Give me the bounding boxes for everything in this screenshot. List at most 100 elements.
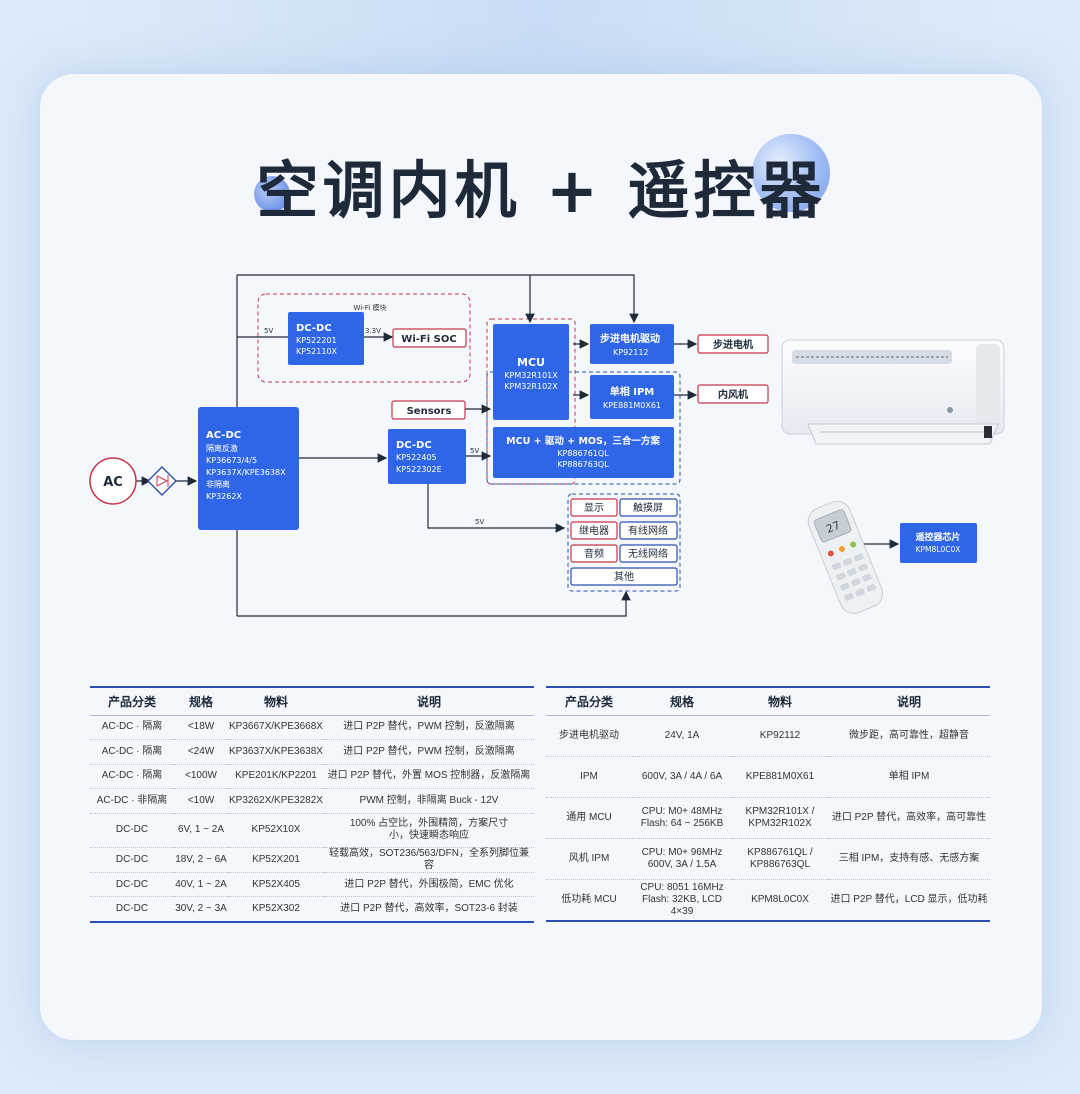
table-cell: 24V, 1A	[632, 715, 732, 757]
table-cell: 低功耗 MCU	[546, 879, 632, 922]
peripheral-item: 有线网络	[628, 524, 668, 537]
table-cell: KP3667X/KPE3668X	[228, 715, 324, 741]
stepper-motor-box	[697, 334, 769, 354]
table-cell: KP886761QL / KP886763QL	[732, 838, 828, 881]
table-header: 产品分类	[546, 686, 632, 716]
table-cell: 步进电机驱动	[546, 715, 632, 757]
combo-title: MCU + 驱动 + MOS，三合一方案	[506, 435, 660, 447]
mcu-line-1: KPM32R101X	[504, 371, 558, 380]
indoor-fan-label: 内风机	[718, 388, 748, 401]
peripheral-grid: 显示 触摸屏 继电器 有线网络 音频 无线网络 其他	[570, 498, 678, 586]
decor-circle-small	[254, 176, 290, 212]
table-row: AC-DC · 非隔离 <10W KP3262X/KPE3282X PWM 控制…	[90, 788, 534, 814]
peripheral-item: 触摸屏	[633, 501, 663, 514]
acdc-line-2: KP36673/4/5	[206, 456, 257, 465]
acdc-title: AC-DC	[206, 430, 241, 441]
label-5v-low: 5V	[475, 518, 484, 526]
table-cell: 进口 P2P 替代，外置 MOS 控制器，反激隔离	[324, 764, 534, 790]
table-cell: 进口 P2P 替代，PWM 控制，反激隔离	[324, 715, 534, 741]
table-cell: KP52X405	[228, 872, 324, 898]
ipm-line-1: KPE881M0X61	[603, 401, 661, 410]
peripheral-item: 无线网络	[628, 547, 668, 560]
table-cell: <100W	[174, 764, 228, 790]
acdc-line-5: KP3262X	[206, 492, 242, 501]
ac-source-circle	[89, 457, 137, 505]
table-row: AC-DC · 隔离 <18W KP3667X/KPE3668X 进口 P2P …	[90, 715, 534, 741]
table-cell: <18W	[174, 715, 228, 741]
table-cell: DC-DC	[90, 872, 174, 898]
table-cell: AC-DC · 隔离	[90, 764, 174, 790]
table-cell: 30V, 2 ~ 3A	[174, 896, 228, 923]
table-row: IPM 600V, 3A / 4A / 6A KPE881M0X61 单相 IP…	[546, 756, 990, 798]
table-cell: KP52X10X	[228, 813, 324, 848]
table-cell: 进口 P2P 替代，PWM 控制，反激隔离	[324, 739, 534, 765]
dcdc-mid-block	[388, 429, 466, 484]
table-cell: <10W	[174, 788, 228, 814]
stepper-driver-block	[590, 324, 674, 364]
air-conditioner-illustration	[781, 339, 1005, 445]
rectifier-icon	[147, 466, 177, 496]
table-row: AC-DC · 隔离 <24W KP3637X/KPE3638X 进口 P2P …	[90, 739, 534, 765]
dcdc-mid-line-2: KP522302E	[396, 465, 442, 474]
spec-table-left: 产品分类 规格 物料 说明 AC-DC · 隔离 <18W KP3667X/KP…	[90, 686, 534, 923]
table-cell: 进口 P2P 替代，LCD 显示，低功耗	[828, 879, 990, 922]
acdc-line-4: 非隔离	[206, 479, 230, 489]
table-cell: CPU: M0+ 48MHz Flash: 64 ~ 256KB	[632, 797, 732, 840]
dcdc-top-title: DC-DC	[296, 323, 332, 334]
wifi-soc-box	[392, 328, 467, 348]
table-cell: KP52X302	[228, 896, 324, 923]
peripheral-item: 继电器	[579, 524, 609, 537]
dcdc-top-block	[288, 312, 364, 365]
table-cell: 单相 IPM	[828, 756, 990, 798]
spec-table-right: 产品分类 规格 物料 说明 步进电机驱动 24V, 1A KP92112 微步距…	[546, 686, 990, 922]
table-row: DC-DC 6V, 1 ~ 2A KP52X10X 100% 占空比，外围精简，…	[90, 813, 534, 848]
table-cell: 进口 P2P 替代，外围极简，EMC 优化	[324, 872, 534, 898]
sensors-box	[391, 400, 466, 420]
table-cell: 40V, 1 ~ 2A	[174, 872, 228, 898]
wifi-module-outline	[257, 293, 471, 383]
title-area: 空调内机 + 遥控器	[40, 134, 1042, 227]
combo-line-2: KP886763QL	[557, 460, 609, 469]
table-cell: AC-DC · 非隔离	[90, 788, 174, 814]
dcdc-mid-title: DC-DC	[396, 440, 432, 451]
peripheral-item: 显示	[584, 502, 604, 514]
table-cell: 6V, 1 ~ 2A	[174, 813, 228, 848]
stepper-driver-title: 步进电机驱动	[600, 332, 660, 345]
ac-source-label: AC	[103, 475, 123, 490]
wifi-module-label: Wi-Fi 模块	[354, 303, 387, 312]
mcu-line-2: KPM32R102X	[504, 382, 558, 391]
table-cell: 风机 IPM	[546, 838, 632, 881]
table-header: 说明	[828, 686, 990, 716]
block-diagram: Wi-Fi 模块 5V 3.3V 5V 5V	[89, 274, 1005, 617]
table-cell: AC-DC · 隔离	[90, 715, 174, 741]
mcu-block	[493, 324, 569, 420]
stepper-motor-label: 步进电机	[713, 338, 753, 351]
page-title: 空调内机 + 遥控器	[256, 154, 826, 227]
combo-block	[493, 427, 674, 478]
table-header: 说明	[324, 686, 534, 716]
table-row: 风机 IPM CPU: M0+ 96MHz 600V, 3A / 1.5A KP…	[546, 838, 990, 881]
ipm-title: 单相 IPM	[610, 385, 655, 398]
table-cell: KP3637X/KPE3638X	[228, 739, 324, 765]
table-row: DC-DC 40V, 1 ~ 2A KP52X405 进口 P2P 替代，外围极…	[90, 872, 534, 898]
table-cell: KP3262X/KPE3282X	[228, 788, 324, 814]
mcu-title: MCU	[517, 356, 545, 369]
table-cell: DC-DC	[90, 813, 174, 848]
remote-chip-line-1: KPM8L0C0X	[916, 545, 961, 554]
label-5v-in: 5V	[264, 327, 273, 335]
acdc-block	[198, 407, 299, 530]
table-header: 规格	[174, 686, 228, 716]
content-card: 空调内机 + 遥控器 Wi-Fi 模块	[40, 74, 1042, 1040]
table-cell: 100% 占空比，外围精简，方案尺寸小，快速瞬态响应	[324, 813, 534, 848]
table-cell: 微步距，高可靠性，超静音	[828, 715, 990, 757]
table-cell: KPE201K/KP2201	[228, 764, 324, 790]
table-header: 产品分类	[90, 686, 174, 716]
table-cell: KPM8L0C0X	[732, 879, 828, 922]
table-cell: AC-DC · 隔离	[90, 739, 174, 765]
table-cell: DC-DC	[90, 896, 174, 923]
dcdc-mid-line-1: KP522405	[396, 453, 437, 462]
table-row: DC-DC 30V, 2 ~ 3A KP52X302 进口 P2P 替代，高效率…	[90, 896, 534, 923]
ipm-block	[590, 375, 674, 419]
table-row: 步进电机驱动 24V, 1A KP92112 微步距，高可靠性，超静音	[546, 715, 990, 757]
table-cell: KPM32R101X / KPM32R102X	[732, 797, 828, 840]
